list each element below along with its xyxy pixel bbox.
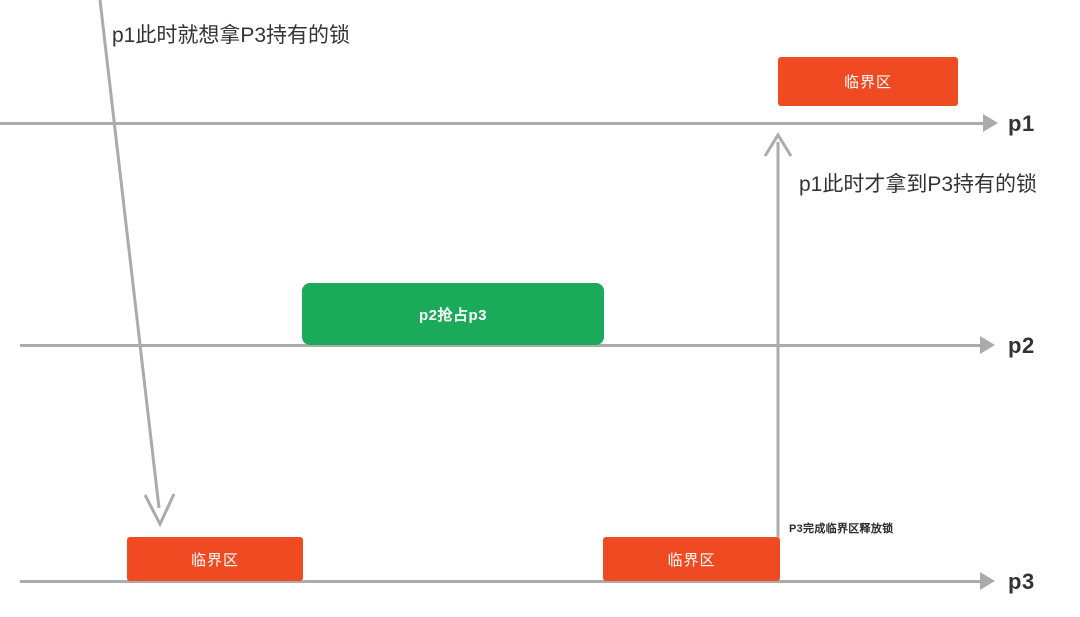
critical-section-block-p3-first: 临界区	[127, 537, 303, 581]
axis-label-p1: p1	[1008, 111, 1035, 136]
axis-line-p2	[20, 344, 982, 347]
axis-label-p3: p3	[1008, 569, 1035, 594]
axis-arrowhead-p3	[980, 572, 995, 590]
critical-section-label: 临界区	[667, 551, 716, 569]
annotation-request-lock: p1此时就想拿P3持有的锁	[112, 24, 351, 47]
axis-label-p2: p2	[1008, 333, 1035, 358]
axis-arrowhead-p2	[980, 336, 995, 354]
axis-line-p3	[20, 580, 982, 583]
critical-section-block-p3-second: 临界区	[603, 537, 780, 581]
critical-section-label: 临界区	[843, 74, 892, 91]
preempt-label: p2抢占p3	[418, 306, 487, 324]
critical-section-label: 临界区	[190, 551, 239, 569]
acquire-lock-arrow	[763, 132, 793, 537]
annotation-acquire-lock: p1此时才拿到P3持有的锁	[799, 173, 1038, 196]
preempt-block-p2: p2抢占p3	[302, 283, 604, 345]
request-lock-arrow	[98, 0, 176, 528]
annotation-release-lock: P3完成临界区释放锁	[789, 523, 894, 535]
axis-arrowhead-p1	[983, 114, 998, 132]
axis-line-p1	[0, 122, 985, 125]
critical-section-block-p1: 临界区	[778, 57, 958, 106]
